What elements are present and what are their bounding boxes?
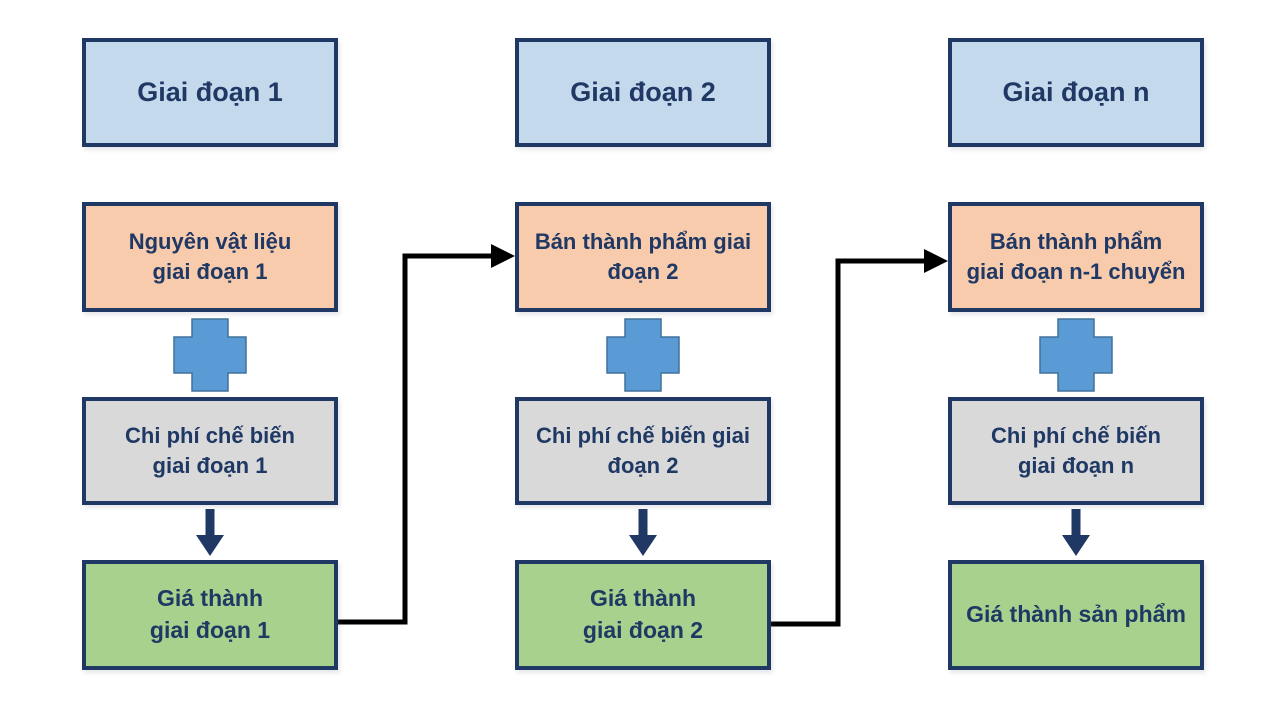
stage-2-column: Giai đoạn 2 Bán thành phẩm giai đoạn 2 C… xyxy=(515,0,771,720)
arrow-down-icon xyxy=(1062,509,1090,556)
stage-n-result-box: Giá thành sản phẩm xyxy=(948,560,1204,670)
stage-1-column: Giai đoạn 1 Nguyên vật liệu giai đoạn 1 … xyxy=(82,0,338,720)
arrow-right-icon xyxy=(491,244,515,268)
connector-stage2-to-stagen xyxy=(770,249,948,627)
arrow-down-icon xyxy=(196,509,224,556)
plus-icon xyxy=(173,318,247,392)
plus-icon xyxy=(606,318,680,392)
arrow-right-icon xyxy=(924,249,948,273)
stage-1-cost-box: Chi phí chế biến giai đoạn 1 xyxy=(82,397,338,505)
stage-n-cost-box: Chi phí chế biến giai đoạn n xyxy=(948,397,1204,505)
stage-1-material-box: Nguyên vật liệu giai đoạn 1 xyxy=(82,202,338,312)
stage-2-material-box: Bán thành phẩm giai đoạn 2 xyxy=(515,202,771,312)
stage-2-header-box: Giai đoạn 2 xyxy=(515,38,771,147)
connector-stage1-to-stage2 xyxy=(337,244,515,625)
arrow-down-icon xyxy=(629,509,657,556)
stage-n-material-box: Bán thành phẩm giai đoạn n-1 chuyển xyxy=(948,202,1204,312)
stage-1-result-box: Giá thành giai đoạn 1 xyxy=(82,560,338,670)
stage-1-header-box: Giai đoạn 1 xyxy=(82,38,338,147)
stage-n-header-box: Giai đoạn n xyxy=(948,38,1204,147)
stage-2-result-box: Giá thành giai đoạn 2 xyxy=(515,560,771,670)
stage-2-cost-box: Chi phí chế biến giai đoạn 2 xyxy=(515,397,771,505)
stage-n-column: Giai đoạn n Bán thành phẩm giai đoạn n-1… xyxy=(948,0,1204,720)
plus-icon xyxy=(1039,318,1113,392)
